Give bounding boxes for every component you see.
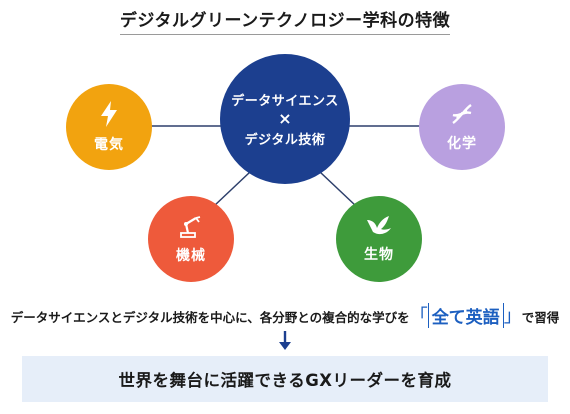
- node-chemistry-label: 化学: [447, 136, 477, 152]
- node-mechanical-label: 機械: [176, 248, 206, 264]
- node-mechanical: 機械: [148, 196, 234, 282]
- title-underline: [120, 34, 450, 35]
- center-node: データサイエンス × デジタル技術: [220, 54, 350, 184]
- caption-close-quote: 」: [503, 306, 522, 327]
- page-title: デジタルグリーンテクノロジー学科の特徴: [119, 11, 451, 31]
- center-line-2: デジタル技術: [244, 133, 326, 148]
- goal-banner: 世界を舞台に活躍できるGXリーダーを育成: [22, 356, 548, 402]
- robot-arm-icon: [180, 216, 201, 238]
- caption-highlight: 全て英語: [427, 303, 504, 328]
- node-biology-label: 生物: [364, 247, 394, 263]
- down-arrow-icon: [279, 331, 291, 350]
- center-line-1: データサイエンス: [231, 94, 339, 109]
- caption-before: データサイエンスとデジタル技術を中心に、各分野との複合的な学びを: [10, 310, 410, 325]
- node-electricity-label: 電気: [94, 137, 124, 153]
- node-electricity: 電気: [66, 84, 152, 170]
- connector-biology: [319, 171, 357, 207]
- node-chemistry: 化学: [419, 84, 505, 170]
- node-biology: 生物: [336, 196, 422, 282]
- lightning-bolt-icon: [101, 101, 117, 127]
- caption: データサイエンスとデジタル技術を中心に、各分野との複合的な学びを「全て英語」で習…: [0, 302, 570, 328]
- times-symbol: ×: [278, 109, 292, 128]
- caption-open-quote: 「: [409, 306, 428, 327]
- connector-mechanical: [213, 171, 251, 207]
- caption-after: で習得: [521, 310, 560, 325]
- bird-icon: [367, 216, 391, 235]
- dna-helix-icon: [452, 104, 472, 124]
